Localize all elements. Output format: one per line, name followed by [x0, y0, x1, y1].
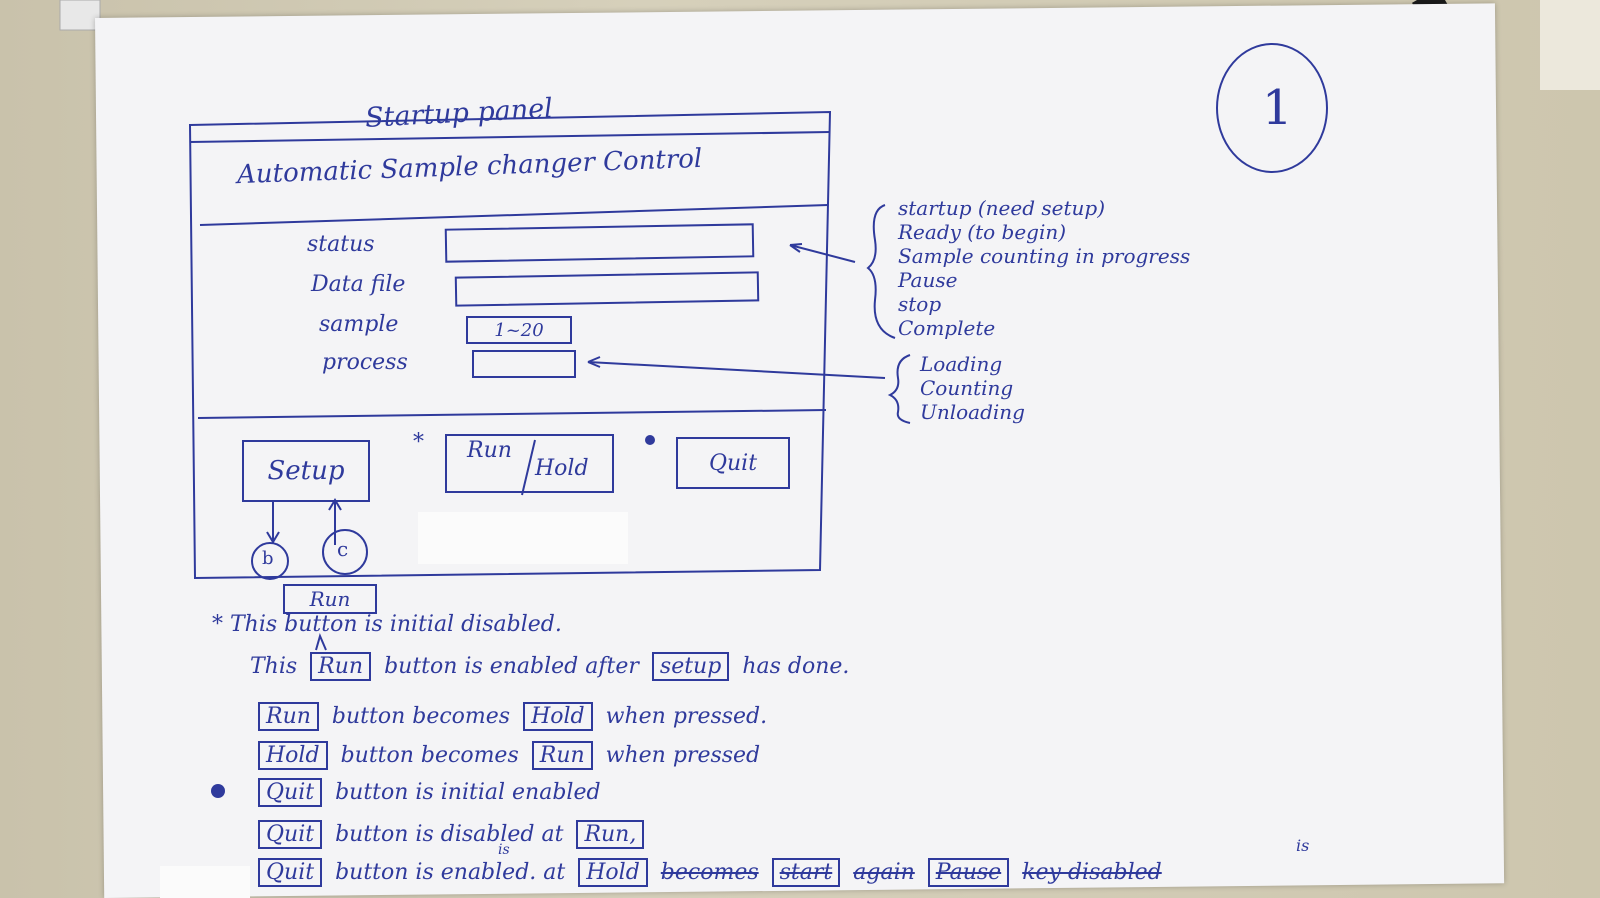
note-inline-button: Run,	[576, 820, 645, 849]
star-bullet: *	[212, 612, 223, 637]
struck-inline-button: start	[771, 858, 841, 887]
struck-text: again	[853, 860, 915, 885]
note-line-1-text: This button is initial disabled.	[230, 612, 562, 637]
run-label: Run	[467, 438, 512, 463]
status-field[interactable]	[444, 223, 755, 263]
note-line-7: Quit button is enabled. at Hold becomes …	[252, 858, 1162, 887]
page-number: 1	[1262, 80, 1293, 136]
status-state-item: startup (need setup)	[898, 196, 1106, 220]
quit-button[interactable]: Quit	[676, 437, 790, 489]
star-marker: *	[413, 430, 424, 455]
status-label: status	[307, 232, 375, 257]
process-field[interactable]	[472, 350, 576, 378]
correction-patch	[418, 512, 628, 564]
note-text: button is enabled. at	[335, 860, 566, 885]
struck-text: becomes	[660, 860, 759, 885]
sample-value: 1~20	[494, 319, 544, 341]
note-line-6: Quit button is disabled at Run,	[252, 820, 650, 849]
note-text: button is disabled at	[335, 822, 564, 847]
status-state-item: stop	[898, 292, 942, 316]
datafile-field[interactable]	[454, 271, 760, 307]
process-label: process	[322, 350, 408, 375]
process-states-list: Loading Counting Unloading	[920, 352, 1025, 424]
status-state-item: Ready (to begin)	[898, 220, 1067, 244]
note-text: button becomes	[331, 704, 511, 729]
status-states-list: startup (need setup) Ready (to begin) Sa…	[898, 196, 1190, 340]
note-inline-button: Hold	[578, 858, 648, 887]
note-text: button becomes	[340, 743, 519, 768]
struck-text: key disabled	[1022, 860, 1162, 885]
usb-plug	[59, 0, 101, 31]
struck-inline-button: Pause	[927, 858, 1010, 887]
status-state-item: Pause	[898, 268, 958, 292]
note-text: when pressed	[605, 743, 761, 768]
marker-b: b	[262, 548, 274, 569]
note-line-3: Run button becomes Hold when pressed.	[252, 702, 767, 731]
correction-patch-2	[160, 866, 250, 898]
note-inline-button: Quit	[258, 820, 323, 849]
note-text: when pressed.	[605, 704, 768, 729]
note-inline-button: Hold	[258, 741, 328, 770]
setup-button[interactable]: Setup	[242, 440, 370, 502]
process-state-item: Unloading	[920, 400, 1025, 424]
note-inline-button: Quit	[258, 778, 323, 807]
marker-c: c	[337, 537, 349, 561]
note-inline-button: Run	[310, 652, 372, 681]
process-state-item: Counting	[920, 376, 1014, 400]
note-inline-button: Run	[258, 702, 319, 731]
run-hold-button[interactable]: Run Hold	[445, 434, 614, 493]
note-text: This	[250, 654, 298, 679]
sample-field[interactable]: 1~20	[466, 316, 572, 344]
note-line-2: This Run button is enabled after setup h…	[250, 652, 849, 681]
note-inline-button: Hold	[523, 702, 593, 731]
process-state-item: Loading	[920, 352, 1003, 376]
datafile-label: Data file	[311, 272, 406, 297]
note-inline-button: Quit	[258, 858, 323, 887]
note-run-box: Run	[283, 584, 377, 614]
status-state-item: Complete	[898, 316, 996, 340]
note-line-1: * This button is initial disabled.	[212, 612, 562, 637]
note-inline-button: Run	[531, 741, 593, 770]
status-state-item: Sample counting in progress	[898, 244, 1191, 268]
note-line-5: Quit button is initial enabled	[252, 778, 601, 807]
note-text: has done.	[742, 654, 850, 679]
note-text: button is enabled after	[384, 654, 639, 679]
sample-label: sample	[319, 312, 399, 337]
hold-label: Hold	[535, 456, 589, 481]
note-line-4: Hold button becomes Run when pressed	[252, 741, 760, 770]
note-line-7-is-above: is	[498, 842, 510, 858]
note-inline-button: setup	[651, 652, 730, 681]
note-line-7-is: is	[1296, 836, 1310, 855]
note-text: button is initial enabled	[335, 780, 601, 805]
